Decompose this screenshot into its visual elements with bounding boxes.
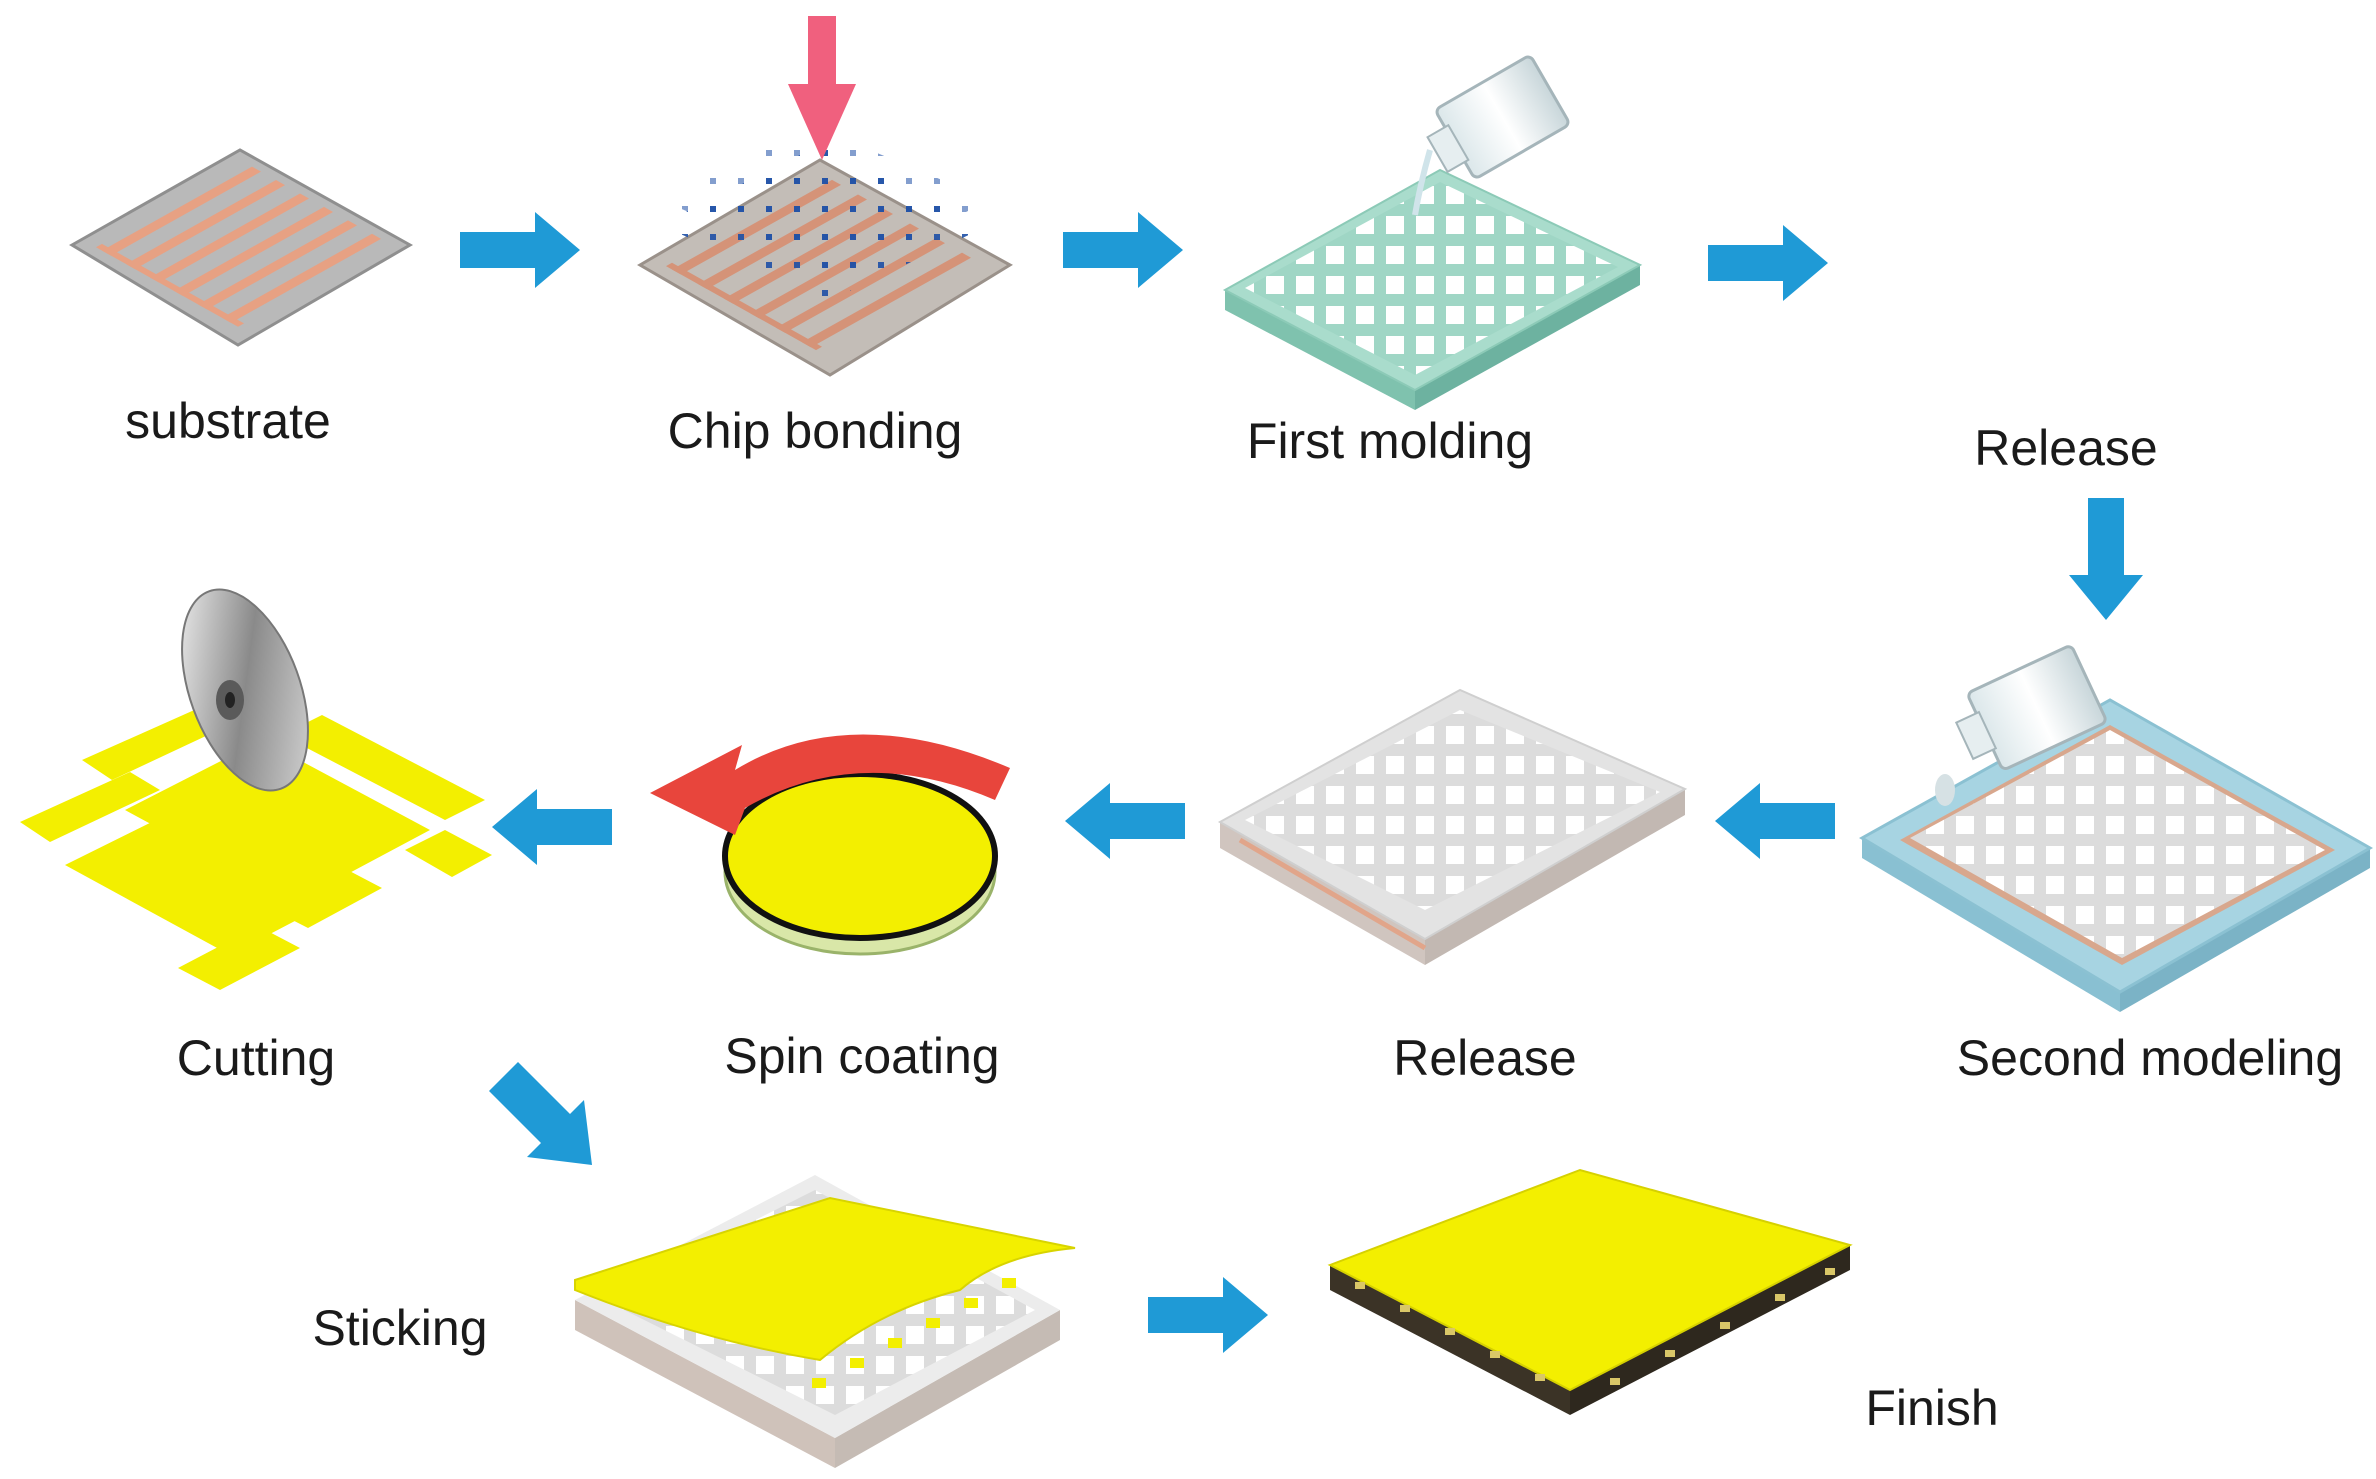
electrode-lines bbox=[96, 166, 381, 327]
label-spin-coating: Spin coating bbox=[724, 1028, 999, 1084]
flow-arrow-icon bbox=[1148, 1277, 1268, 1353]
saw-blade-icon bbox=[181, 588, 309, 792]
label-release-2: Release bbox=[1393, 1030, 1576, 1086]
flow-arrow-icon bbox=[1063, 212, 1183, 288]
flow-arrow-icon bbox=[460, 212, 580, 288]
flow-arrow-icon bbox=[1708, 225, 1828, 301]
label-release-1: Release bbox=[1974, 420, 2157, 476]
spin-coating-illustration bbox=[650, 734, 1010, 956]
flow-arrow-left-icon bbox=[492, 789, 612, 865]
label-cutting: Cutting bbox=[177, 1030, 335, 1086]
flow-arrow-diagonal-icon bbox=[489, 1062, 592, 1165]
cutting-illustration bbox=[20, 588, 492, 990]
chip-marks bbox=[812, 1278, 1016, 1388]
label-sticking: Sticking bbox=[312, 1300, 487, 1356]
bottle-icon bbox=[1954, 645, 2107, 770]
flow-arrow-left-icon bbox=[1715, 783, 1835, 859]
flow-arrow-left-icon bbox=[1065, 783, 1185, 859]
spin-arrow-icon bbox=[650, 734, 1010, 835]
label-finish: Finish bbox=[1865, 1380, 1998, 1436]
label-substrate: substrate bbox=[125, 393, 331, 449]
label-second-modeling: Second modeling bbox=[1957, 1030, 2343, 1086]
bottle-icon bbox=[1426, 55, 1570, 179]
first-molding-illustration bbox=[1222, 55, 1643, 410]
edge-chip-marks bbox=[1355, 1268, 1835, 1385]
finish-illustration bbox=[1327, 1168, 1853, 1415]
flow-arrow-down-icon bbox=[2069, 498, 2143, 620]
press-arrow-icon bbox=[788, 16, 856, 160]
second-modeling-illustration bbox=[1858, 645, 2374, 1012]
sticking-illustration bbox=[574, 1175, 1076, 1468]
label-chip-bonding: Chip bonding bbox=[668, 403, 963, 459]
label-first-molding: First molding bbox=[1247, 413, 1533, 469]
release-illustration bbox=[1217, 688, 1688, 965]
substrate-illustration bbox=[69, 148, 414, 347]
chip-bonding-illustration bbox=[637, 16, 1013, 377]
film-sheet bbox=[574, 1196, 1076, 1362]
